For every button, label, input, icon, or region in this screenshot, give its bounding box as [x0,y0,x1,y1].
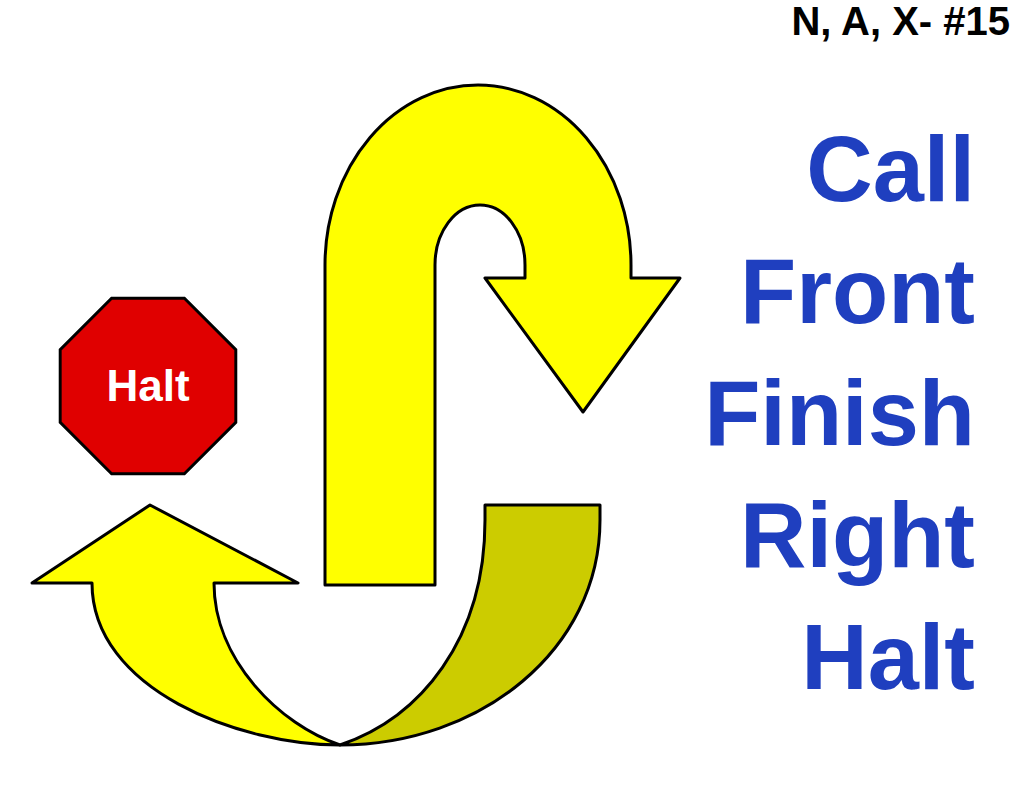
octagon-shape [60,298,236,474]
halt-sign: Halt [50,288,246,484]
sign-title: N, A, X- #15 [791,0,1010,44]
sign-text: Halt [106,361,189,411]
instruction-text: Call Front Finish Right Halt [704,108,975,718]
arrow-u-turn [325,85,680,585]
arrow-left-up [32,505,340,745]
